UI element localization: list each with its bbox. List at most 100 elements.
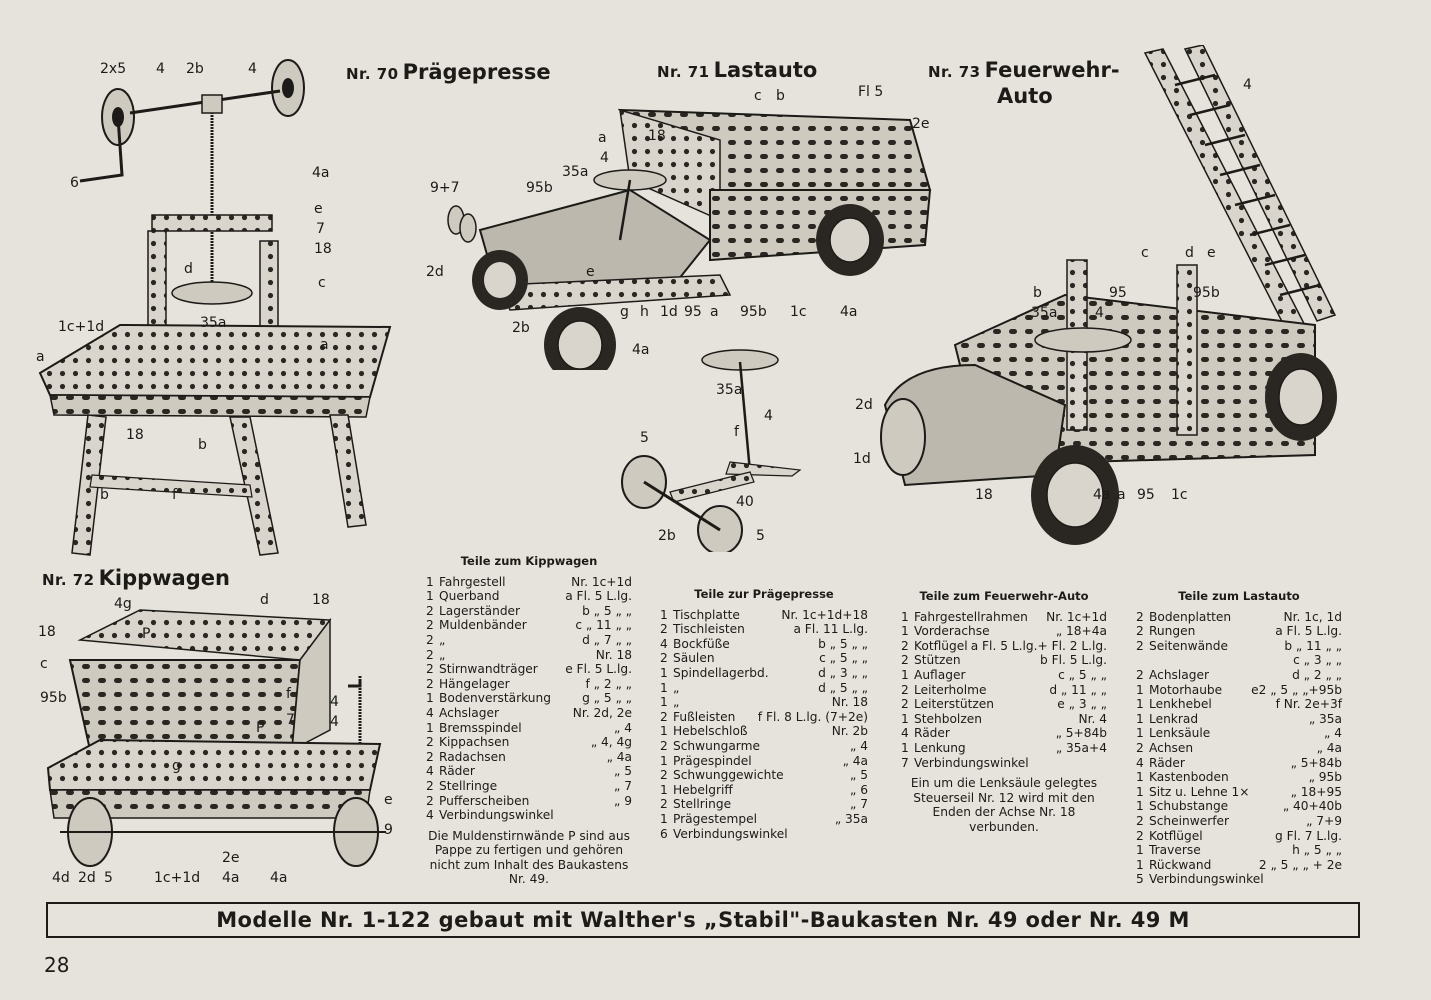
label-m70: 2x5 [100, 61, 126, 77]
part-number: „ 18+4a [1055, 624, 1107, 639]
label-m73: e [1207, 245, 1216, 261]
part-number: Nr. 2d, 2e [572, 705, 632, 720]
label-m71: a [710, 304, 719, 320]
part-name: Verbindungswinkel [439, 808, 554, 823]
part-quantity: 2 [426, 662, 434, 677]
label-m71: 18 [648, 128, 666, 144]
part-quantity: 1 [426, 720, 434, 735]
part-number: „ 4, 4g [590, 735, 632, 750]
part-quantity: 2 [901, 682, 909, 697]
part-quantity: 1 [1136, 682, 1144, 697]
part-number: „ 35a [834, 811, 868, 826]
part-number: c „ 3 „ „ [1293, 653, 1342, 668]
part-number: g „ 5 „ „ [582, 691, 632, 706]
part-number [788, 827, 868, 842]
part-number: Nr. 18 [831, 695, 868, 710]
part-quantity: 1 [1136, 711, 1144, 726]
part-quantity: 1 [660, 695, 668, 710]
label-m71: Fl 5 [858, 84, 883, 100]
label-m72: 7 [286, 712, 295, 728]
part-name: Schwunggewichte [673, 768, 784, 783]
part-name: Lenkhebel [1149, 697, 1212, 712]
part-quantity: 7 [901, 755, 909, 770]
part-quantity: 4 [901, 726, 909, 741]
part-number: Nr. 1c+1d [1046, 609, 1107, 624]
part-name: Leiterholme [914, 682, 987, 697]
part-number: e Fl. 5 L.lg. [565, 662, 632, 677]
label-steering: f [734, 424, 740, 440]
part-number: „ 7 [614, 778, 632, 793]
part-name: Hängelager [439, 676, 510, 691]
part-quantity: 2 [660, 709, 668, 724]
part-name: Kastenboden [1149, 770, 1229, 785]
label-m70: c [318, 275, 326, 291]
part-name: Fahrgestellrahmen [914, 609, 1028, 624]
parts-heading: Teile zur Prägepresse [694, 587, 834, 601]
part-number: b Fl. 5 L.lg. [1039, 653, 1107, 668]
part-quantity: 1 [660, 724, 668, 739]
part-name: Stehbolzen [914, 711, 982, 726]
part-quantity: 1 [660, 782, 668, 797]
part-number: „ 5+84b [1290, 755, 1342, 770]
part-name: „ [439, 632, 446, 647]
label-m72: P [142, 626, 150, 642]
label-m71: g [620, 304, 629, 320]
part-number: „ 5 [850, 768, 868, 783]
part-quantity: 1 [660, 607, 668, 622]
part-quantity: 2 [1136, 740, 1144, 755]
parts-note: Ein um die Lenksäule gelegtes Steuerseil… [910, 776, 1098, 834]
label-m70: a [36, 349, 45, 365]
part-quantity: 1 [901, 624, 909, 639]
part-quantity: 2 [660, 622, 668, 637]
part-number: e2 „ 5 „ „+95b [1251, 682, 1342, 697]
part-quantity: 2 [1136, 813, 1144, 828]
part-quantity: 1 [1136, 843, 1144, 858]
part-quantity: 2 [901, 638, 909, 653]
label-m72: g [172, 758, 181, 774]
label-m70: 2b [186, 61, 204, 77]
part-quantity: 1 [660, 680, 668, 695]
label-steering: 5 [756, 528, 765, 544]
part-number: a Fl. 11 L.lg. [793, 622, 868, 637]
part-name: Sitz u. Lehne 1× [1149, 784, 1250, 799]
label-m73: a [1117, 487, 1126, 503]
part-number: e „ 3 „ „ [1057, 697, 1107, 712]
label-m70: f [172, 487, 178, 503]
part-number: b „ 11 „ „ [1284, 638, 1342, 653]
part-name: Muldenbänder [439, 618, 527, 633]
part-name: Stellringe [673, 797, 732, 812]
parts-heading: Teile zum Lastauto [1178, 589, 1300, 603]
part-quantity: 1 [660, 753, 668, 768]
part-name: Scheinwerfer [1149, 813, 1230, 828]
part-quantity: 2 [1136, 638, 1144, 653]
part-name: Rückwand [1149, 857, 1212, 872]
banner-caption: Modelle Nr. 1-122 gebaut mit Walther's „… [46, 902, 1360, 938]
label-m72: d [260, 592, 269, 608]
part-name: Kotflügel [914, 638, 968, 653]
label-m70: 4 [156, 61, 165, 77]
part-number: f „ 2 „ „ [585, 676, 632, 691]
part-name: Räder [914, 726, 950, 741]
part-name: Räder [1149, 755, 1185, 770]
part-quantity: 1 [1136, 784, 1144, 799]
part-name: „ [439, 647, 446, 662]
label-m70: 6 [70, 175, 79, 191]
parts-row: 1„Nr. 18 [660, 695, 868, 710]
